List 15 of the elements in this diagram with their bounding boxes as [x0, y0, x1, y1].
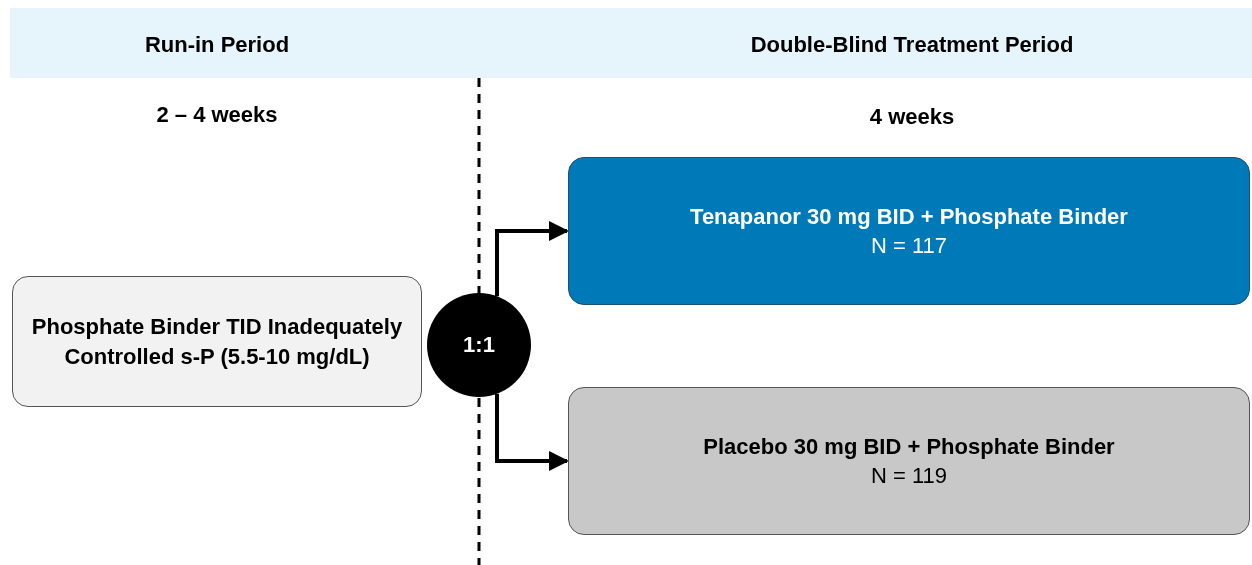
- period-heading: Run-in Period: [143, 31, 291, 59]
- treatment-arm-box: [568, 157, 1250, 305]
- arrow: [495, 221, 569, 297]
- node-title: 1:1: [463, 331, 495, 359]
- treatment-arm-box: [568, 387, 1250, 535]
- arrow: [495, 393, 569, 471]
- process-box: [12, 276, 422, 407]
- duration-label: 4 weeks: [868, 103, 956, 131]
- node-title: Phosphate Binder TID Inadequately Controlled s-P (5.5-10 mg/dL): [30, 312, 404, 371]
- sample-size-text: N = 117: [870, 232, 947, 260]
- node-title: Tenapanor 30 mg BID + Phosphate Binder: [690, 203, 1128, 231]
- period-heading: Double-Blind Treatment Period: [749, 31, 1075, 59]
- sample-size-text: N = 119: [870, 462, 947, 490]
- duration-label: 2 – 4 weeks: [155, 101, 279, 129]
- node-title: Placebo 30 mg BID + Phosphate Binder: [703, 433, 1115, 461]
